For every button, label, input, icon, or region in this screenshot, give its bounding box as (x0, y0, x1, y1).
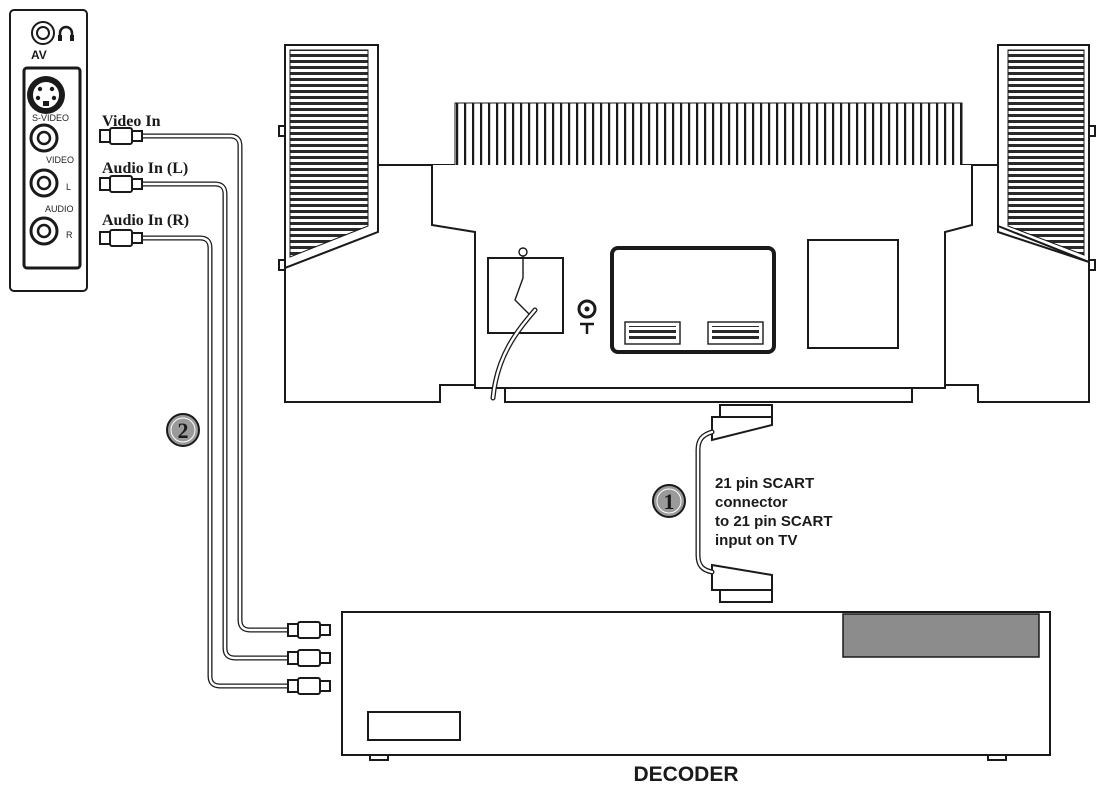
rear-cover-plate (807, 239, 899, 349)
audio-left-plug-top (99, 175, 143, 193)
av-jack (31, 21, 55, 45)
side-av-panel: AV S-VIDEO VIDEO L AUDIO R (9, 9, 88, 292)
scart-note-line-2: connector (715, 494, 788, 511)
rca-cables: Video In Audio In (L) Audio In (R) (99, 113, 331, 695)
audio-left-plug-bottom (287, 649, 331, 667)
svideo-socket (27, 76, 65, 114)
audio-right-cable (99, 229, 331, 695)
video-in-label: Video In (102, 113, 161, 130)
scart-sockets (610, 246, 776, 354)
audio-right-plug-top (99, 229, 143, 247)
audio-right-letter: R (66, 230, 73, 240)
audio-left-cable (99, 175, 331, 667)
decoder-label: DECODER (633, 763, 738, 786)
scart-note-line-4: input on TV (715, 532, 797, 549)
left-speaker (278, 44, 379, 271)
video-socket (29, 123, 59, 153)
step-1-number: 1 (664, 489, 675, 514)
step-1-marker: 1 (652, 484, 686, 518)
scart-cable (695, 404, 773, 603)
right-speaker (997, 44, 1096, 271)
video-plug-top (99, 127, 143, 145)
svideo-label: S-VIDEO (32, 113, 69, 123)
audio-right-socket (29, 216, 59, 246)
scart-note-line-1: 21 pin SCART (715, 475, 814, 492)
decoder-grey-panel (842, 613, 1040, 658)
av-label: AV (31, 48, 47, 62)
step-2-marker: 2 (166, 413, 200, 447)
scart-note: 21 pin SCART connector to 21 pin SCART i… (715, 475, 833, 549)
antenna-icon (580, 322, 594, 334)
decoder-box: DECODER (341, 611, 1051, 786)
tv-vents (454, 102, 963, 168)
decoder-display (367, 711, 461, 741)
antenna-socket (577, 299, 597, 334)
audio-label: AUDIO (45, 204, 74, 214)
audio-in-left-label: Audio In (L) (102, 160, 188, 177)
tv-rear (278, 44, 1096, 403)
power-cord-socket (487, 247, 564, 401)
audio-right-plug-bottom (287, 677, 331, 695)
video-cable (99, 127, 331, 639)
headphones-icon (58, 25, 74, 41)
audio-in-right-label: Audio In (R) (102, 212, 189, 229)
audio-left-letter: L (66, 182, 71, 192)
step-2-number: 2 (178, 418, 189, 443)
video-label: VIDEO (46, 155, 74, 165)
scart-note-line-3: to 21 pin SCART (715, 513, 833, 530)
video-plug-bottom (287, 621, 331, 639)
audio-left-socket (29, 168, 59, 198)
